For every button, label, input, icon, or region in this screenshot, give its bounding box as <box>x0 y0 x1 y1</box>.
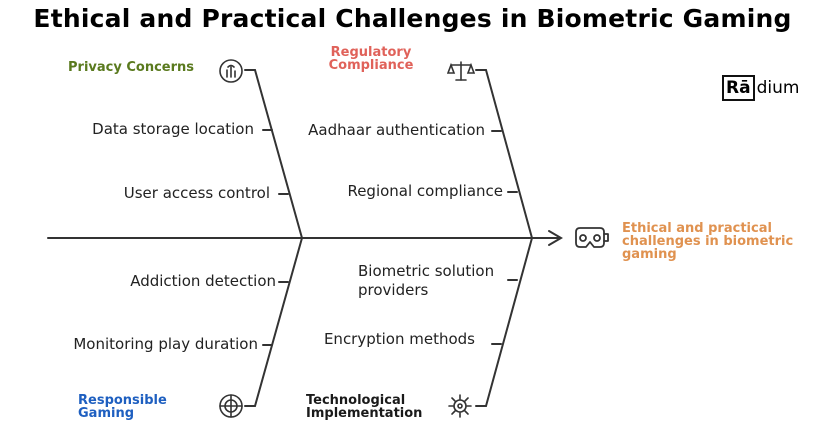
category-technological-text: Technological Implementation <box>306 393 423 421</box>
cause-biometric: Biometric solution providers <box>358 262 508 300</box>
spine-arrowhead <box>548 230 563 246</box>
category-responsible-label: Responsible Gaming <box>78 394 188 420</box>
bone-responsible <box>244 237 303 407</box>
cause-aadhaar: Aadhaar authentication <box>308 121 485 139</box>
category-regulatory-label: Regulatory Compliance <box>321 46 421 72</box>
category-privacy-label: Privacy Concerns <box>68 60 195 75</box>
cause-encryption: Encryption methods <box>323 330 475 348</box>
vr-headset-icon <box>575 227 609 248</box>
category-responsible-text: Responsible Gaming <box>78 393 167 421</box>
effect-label: Ethical and practical challenges in biom… <box>622 222 802 261</box>
bone-privacy <box>244 69 303 239</box>
cause-user-access: User access control <box>123 184 270 202</box>
gear-icon <box>448 394 472 418</box>
fingerprint-touch-icon <box>219 59 243 83</box>
diagram-title: Ethical and Practical Challenges in Biom… <box>33 4 792 33</box>
cause-monitoring: Monitoring play duration <box>73 335 258 353</box>
cause-data-storage: Data storage location <box>92 120 254 138</box>
logo-rest-text: dium <box>756 78 800 98</box>
cause-biometric-text: Biometric solution providers <box>358 262 495 299</box>
radium-logo: Rā dium <box>722 75 799 101</box>
effect-label-text: Ethical and practical challenges in biom… <box>622 221 794 262</box>
scales-icon <box>447 61 475 81</box>
category-technological-label: Technological Implementation <box>306 394 446 420</box>
bone-regulatory <box>475 69 533 239</box>
cause-regional: Regional compliance <box>347 182 503 200</box>
logo-boxed-text: Rā <box>722 75 755 101</box>
bone-technological <box>475 237 533 407</box>
category-regulatory-text: Regulatory Compliance <box>328 45 414 73</box>
cause-addiction: Addiction detection <box>130 272 276 290</box>
gamepad-dial-icon <box>219 394 243 418</box>
